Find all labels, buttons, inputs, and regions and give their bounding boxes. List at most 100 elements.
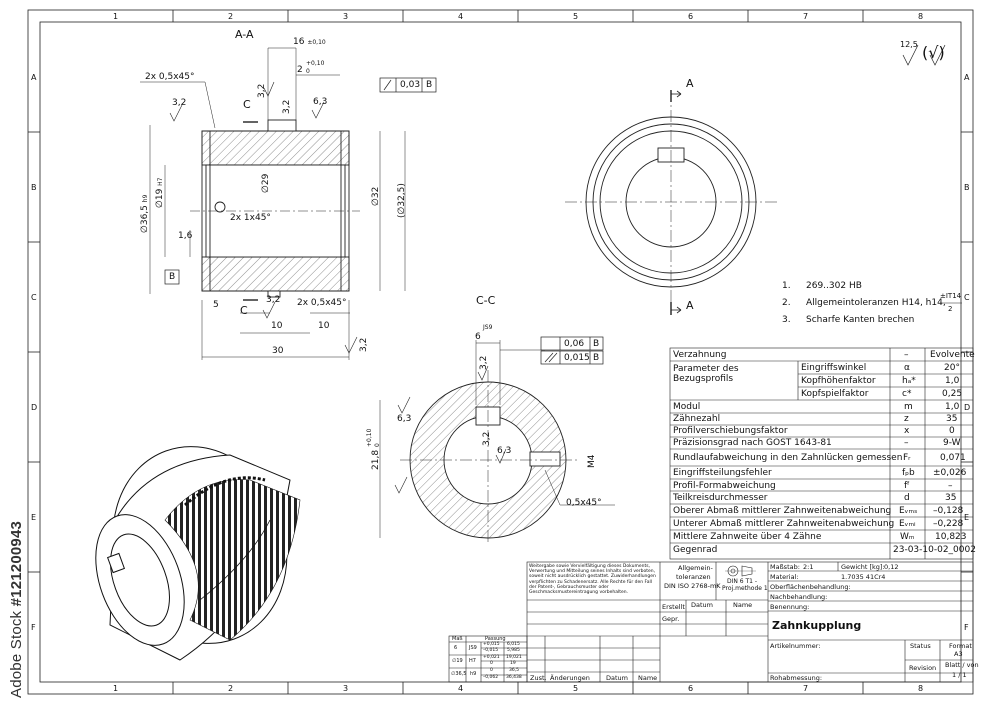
roughness-3-2-b: 3,2 <box>257 83 267 98</box>
gen-tol-line3: DIN ISO 2768-mK <box>664 582 721 590</box>
runout-tolerance: 0,03 <box>400 80 421 90</box>
gear-row-label: Verzahnung <box>673 350 727 360</box>
cut-label-a-bottom: A <box>686 299 694 312</box>
col-2-bottom: 2 <box>228 684 234 693</box>
material-value: 1.7035 41Cr4 <box>841 573 886 581</box>
cc-dim-21-8-tol-lo: 0 <box>374 443 381 447</box>
cc-js9: JS9 <box>483 324 493 331</box>
dim-phi-19: ∅19 H7 <box>155 177 165 208</box>
gear-row-sym: fᶠ <box>904 481 910 491</box>
dim-phi-36-5-value: ∅36,5 <box>140 205 150 233</box>
col-4-bottom: 4 <box>458 684 464 693</box>
fit-row-lim-lo: 19 <box>510 661 516 666</box>
section-aa <box>140 47 437 360</box>
row-c-left: C <box>31 293 37 302</box>
gear-row-sym: – <box>904 350 909 360</box>
raw-dimension-label: Rohabmessung: <box>770 674 823 682</box>
col-6-bottom: 6 <box>688 684 694 693</box>
gear-row-val: Evolvente <box>930 350 975 360</box>
cc-symmetry-datum: B <box>593 339 600 349</box>
fit-row-dev-up: 0 <box>490 668 493 673</box>
fit-row-lim-up: 36,5 <box>509 668 520 673</box>
dim-16-tol: ±0,10 <box>307 39 326 46</box>
roughness-6-3-a: 6,3 <box>313 97 328 107</box>
cut-label-a-top: A <box>686 77 694 90</box>
col-1-top: 1 <box>113 12 119 21</box>
section-cc-title: C-C <box>476 294 496 307</box>
gear-row-label: Profilverschiebungsfaktor <box>673 426 788 436</box>
gear-row-sym: d <box>904 493 910 503</box>
gear-row-sym: Eᵥₘᵢ <box>899 519 916 529</box>
cut-label-c-top: C <box>243 98 251 111</box>
part-name: Zahnkupplung <box>772 619 862 632</box>
cc-chamfer: 0,5x45° <box>566 498 602 508</box>
post-treatment-label: Nachbehandlung: <box>770 593 828 601</box>
dim-5: 5 <box>213 300 219 310</box>
changes-date: Datum <box>606 674 628 682</box>
note-2-frac-top: ±IT14 <box>940 292 962 300</box>
scale-value: 2:1 <box>803 563 814 571</box>
col-1-bottom: 1 <box>113 684 119 693</box>
gear-row-label: Modul <box>673 402 701 412</box>
gear-row-val: 10,823 <box>935 532 967 542</box>
dim-1-6: 1,6 <box>178 231 193 241</box>
surface-treatment-label: Oberflächenbehandlung: <box>770 583 851 591</box>
weight-value: 0,12 <box>884 563 899 571</box>
section-cc <box>379 336 615 545</box>
col-6-top: 6 <box>688 12 694 21</box>
dim-phi-19-value: ∅19 <box>155 188 165 208</box>
dim-16-value: 16 <box>293 37 305 47</box>
watermark-brand: Adobe Stock <box>8 610 25 698</box>
gear-row-label: Zähnezahl <box>673 414 721 424</box>
fit-row-size: ∅36,5 <box>451 671 467 677</box>
dim-2-tol-up: +0,10 <box>306 60 325 67</box>
article-number-label: Artikelnummer: <box>770 642 821 650</box>
row-a-left: A <box>31 73 37 82</box>
gear-row-label: Gegenrad <box>673 545 718 555</box>
dim-2: 2 <box>297 65 303 75</box>
checked-label: Gepr. <box>662 615 680 623</box>
changes-state: Zust. <box>530 674 547 682</box>
gear-row-sym: – <box>904 438 909 448</box>
row-f-right: F <box>964 623 969 632</box>
fit-row-lim-up: 6,015 <box>507 642 520 647</box>
changes-name: Name <box>638 674 658 682</box>
dim-phi-32-5: (∅32,5) <box>397 183 407 218</box>
gen-tol-line1: Allgemein- <box>678 564 713 572</box>
watermark: Adobe Stock #121200943 <box>8 521 25 698</box>
row-d-right: D <box>964 403 971 412</box>
dim-phi-32: ∅32 <box>371 186 381 206</box>
dim-phi-19-fit: H7 <box>157 177 164 186</box>
roughness-3-2-a: 3,2 <box>172 98 187 108</box>
gear-row-sym: fₚb <box>902 468 915 478</box>
note-3-number: 3. <box>782 315 791 325</box>
chamfer-top: 2x 0,5x45° <box>145 72 195 82</box>
isometric-view <box>95 446 301 661</box>
col-5-top: 5 <box>573 12 579 21</box>
fit-row-fit: h9 <box>470 671 477 677</box>
gear-row-label: Profil-Formabweichung <box>673 481 776 491</box>
cc-roughness-6-3-b: 6,3 <box>497 446 512 456</box>
fit-table-header-size: Maß <box>452 636 463 642</box>
gear-row-label: Parameter des Bezugsprofils <box>673 364 739 384</box>
gear-subrow-sym: c* <box>902 389 912 399</box>
fit-row-size: ∅19 <box>452 658 463 664</box>
row-b-left: B <box>31 183 37 192</box>
gear-table-grid <box>669 347 974 560</box>
row-f-left: F <box>31 623 36 632</box>
row-b-right: B <box>964 183 970 192</box>
gear-row-sym: Fᵣ <box>903 453 911 463</box>
fit-row-lim-lo: 36,438 <box>506 675 522 680</box>
gear-subrow-sym: hₐ* <box>902 376 916 386</box>
note-3-text: Scharfe Kanten brechen <box>806 315 915 325</box>
title-block-grid <box>448 561 974 683</box>
gear-subrow-val: 1,0 <box>945 376 960 386</box>
general-surface-value: 12,5 <box>900 40 918 49</box>
cc-thread-m4: M4 <box>587 454 597 469</box>
row-a-right: A <box>964 73 970 82</box>
sheet-value: 1 / 1 <box>952 671 967 679</box>
section-aa-title: A-A <box>235 28 254 41</box>
gear-row-val: ±0,026 <box>933 468 967 478</box>
runout-datum: B <box>426 80 433 90</box>
gear-row-label: Unterer Abmaß mittlerer Zahnweitenabweic… <box>673 519 895 529</box>
